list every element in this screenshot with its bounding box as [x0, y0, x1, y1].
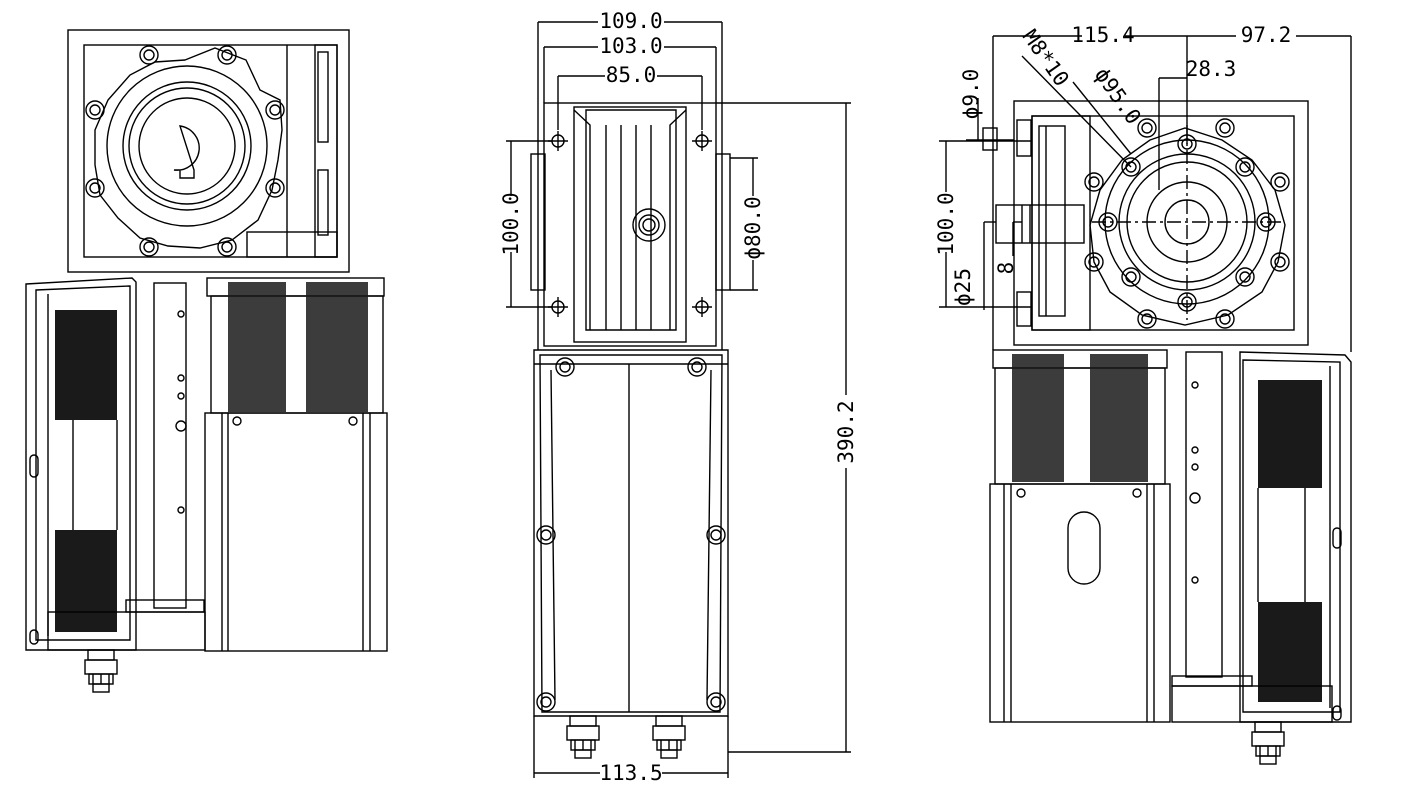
- dim-key-width: 8: [994, 262, 1018, 275]
- right-side-view: 115.4 97.2 28.3 M8*10 ϕ95.0 ϕ9.0 100.0 ϕ…: [934, 23, 1352, 765]
- dim-right-flange-height: 100.0: [934, 192, 958, 255]
- dim-spigot-diameter: ϕ80.0: [741, 196, 765, 259]
- dim-total-height: 390.2: [834, 400, 858, 463]
- dim-width-outer: 109.0: [599, 9, 662, 33]
- dim-width-mid: 103.0: [599, 34, 662, 58]
- dim-offset-left: 115.4: [1071, 23, 1134, 47]
- right-dimension-lines: [939, 35, 1352, 352]
- dim-width-inner: 85.0: [606, 63, 657, 87]
- left-flange-ring: [94, 47, 283, 249]
- dim-pcd: ϕ95.0: [1090, 63, 1146, 129]
- center-front-view: 109.0 103.0 85.0 100.0 ϕ80.0 390.2 113.5: [499, 9, 858, 785]
- dim-body-width: 113.5: [599, 761, 662, 785]
- left-side-view: [25, 29, 388, 693]
- dim-shaft-diameter: ϕ25: [951, 268, 975, 306]
- dim-flange-height: 100.0: [499, 192, 523, 255]
- dim-hole-diameter: ϕ9.0: [959, 69, 983, 120]
- dim-hole-offset: 28.3: [1186, 57, 1237, 81]
- center-flange-holes: [548, 131, 712, 317]
- right-flange-ring: [1089, 125, 1286, 326]
- center-dimension-lines: [506, 21, 851, 778]
- dim-offset-right: 97.2: [1241, 23, 1292, 47]
